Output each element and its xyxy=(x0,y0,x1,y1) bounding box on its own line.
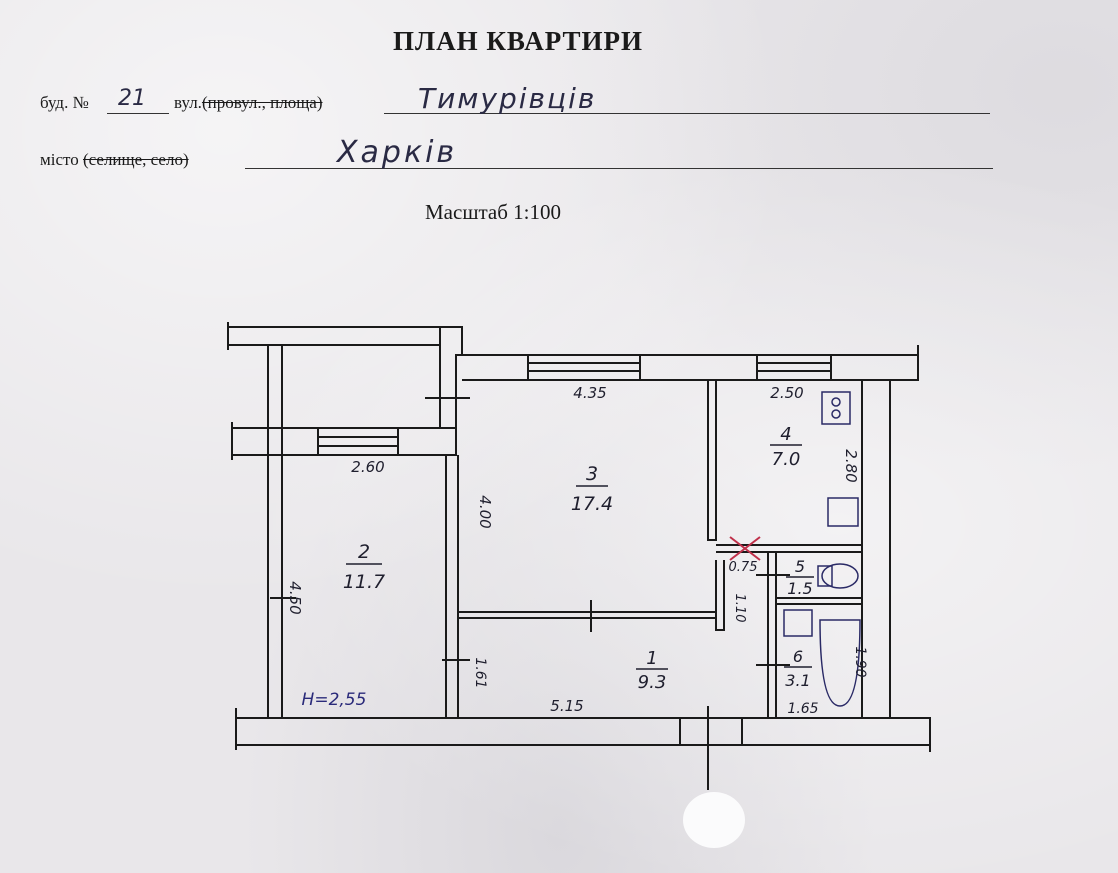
room5-number: 5 xyxy=(795,557,805,576)
dim-room2-width: 2.60 xyxy=(351,458,384,476)
dim-room4-width: 2.50 xyxy=(770,384,803,402)
room2-window xyxy=(317,427,399,456)
room-labels: 3 17.4 2 11.7 4 7.0 1 9.3 5 1.5 6 3.1 xyxy=(343,424,814,693)
top-outer-wall xyxy=(462,354,919,381)
city-label: місто xyxy=(40,150,79,169)
room2-area: 11.7 xyxy=(343,571,385,593)
building-line: буд. № xyxy=(40,93,89,113)
central-pillar xyxy=(439,326,463,429)
room3-room4-wall xyxy=(707,380,717,541)
dim-room1-width: 5.15 xyxy=(550,697,583,715)
dim-room4-height: 2.80 xyxy=(842,449,860,482)
room5-room6-wall xyxy=(776,597,863,605)
door-cross-mark xyxy=(729,536,761,561)
dim-room6-height: 1.90 xyxy=(852,646,868,677)
street-field xyxy=(384,113,990,114)
room4-bottom-wall xyxy=(716,544,863,553)
ceiling-height-note: H=2,55 xyxy=(302,690,367,710)
stove-icon xyxy=(821,391,851,425)
city-field xyxy=(245,168,993,169)
city-label-group: місто (селище, село) xyxy=(40,150,189,170)
room4-window xyxy=(756,354,832,381)
washbasin-icon xyxy=(783,609,813,637)
dim-room3-width: 4.35 xyxy=(573,384,606,402)
room5-area: 1.5 xyxy=(787,579,812,598)
room2-room3-wall xyxy=(445,455,459,719)
redaction-blob xyxy=(683,792,745,848)
street-label-group: вул.(провул., площа) xyxy=(174,93,323,113)
bottom-outer-wall xyxy=(235,717,931,746)
document-title: ПЛАН КВАРТИРИ xyxy=(392,26,644,56)
room4-area: 7.0 xyxy=(772,449,801,470)
room1-area: 9.3 xyxy=(638,672,667,693)
room3-number: 3 xyxy=(586,463,598,485)
dim-room3-height: 4.00 xyxy=(476,495,494,528)
room3-area: 17.4 xyxy=(571,493,613,515)
toilet-tank xyxy=(817,565,833,587)
dim-room2-height: 4.50 xyxy=(286,581,304,614)
street-label: вул. xyxy=(174,93,202,112)
corridor-wall xyxy=(715,560,725,631)
room3-bottom-wall xyxy=(458,611,717,619)
room2-number: 2 xyxy=(358,541,370,563)
toilet-icon xyxy=(821,563,859,589)
scale-label: Масштаб 1:100 xyxy=(425,200,562,224)
entrance-door xyxy=(679,717,743,746)
room1-number: 1 xyxy=(646,648,657,669)
sink-icon xyxy=(827,497,859,527)
dim-room5-width: 0.75 xyxy=(729,560,758,575)
building-label: буд. № xyxy=(40,93,89,112)
room4-number: 4 xyxy=(780,424,791,445)
right-outer-wall xyxy=(861,379,918,719)
dim-room1-height: 1.61 xyxy=(472,657,488,688)
stove-burner xyxy=(831,397,841,407)
fixtures xyxy=(783,391,861,707)
left-outer-wall xyxy=(267,345,283,719)
street-value: Тимурівців xyxy=(418,82,597,115)
room2-top-wall xyxy=(232,427,457,456)
dimension-labels: 4.35 2.50 2.60 4.00 2.80 4.50 0.75 1.10 … xyxy=(286,384,868,717)
top-left-wall xyxy=(227,326,441,346)
dim-corridor-height: 1.10 xyxy=(732,594,747,623)
room3-window xyxy=(527,354,641,381)
building-number-field xyxy=(107,113,169,114)
building-number: 21 xyxy=(118,86,146,111)
bathroom-wall xyxy=(767,552,777,719)
plan-walls xyxy=(227,322,931,790)
city-struck-options: (селище, село) xyxy=(82,150,189,169)
dim-room6-width: 1.65 xyxy=(787,701,818,717)
city-value: Харків xyxy=(337,135,458,170)
room6-number: 6 xyxy=(793,647,803,666)
bathtub-icon xyxy=(819,619,861,707)
street-struck-options: (провул., площа) xyxy=(201,93,323,112)
stove-burner xyxy=(831,409,841,419)
room6-area: 3.1 xyxy=(785,671,810,690)
